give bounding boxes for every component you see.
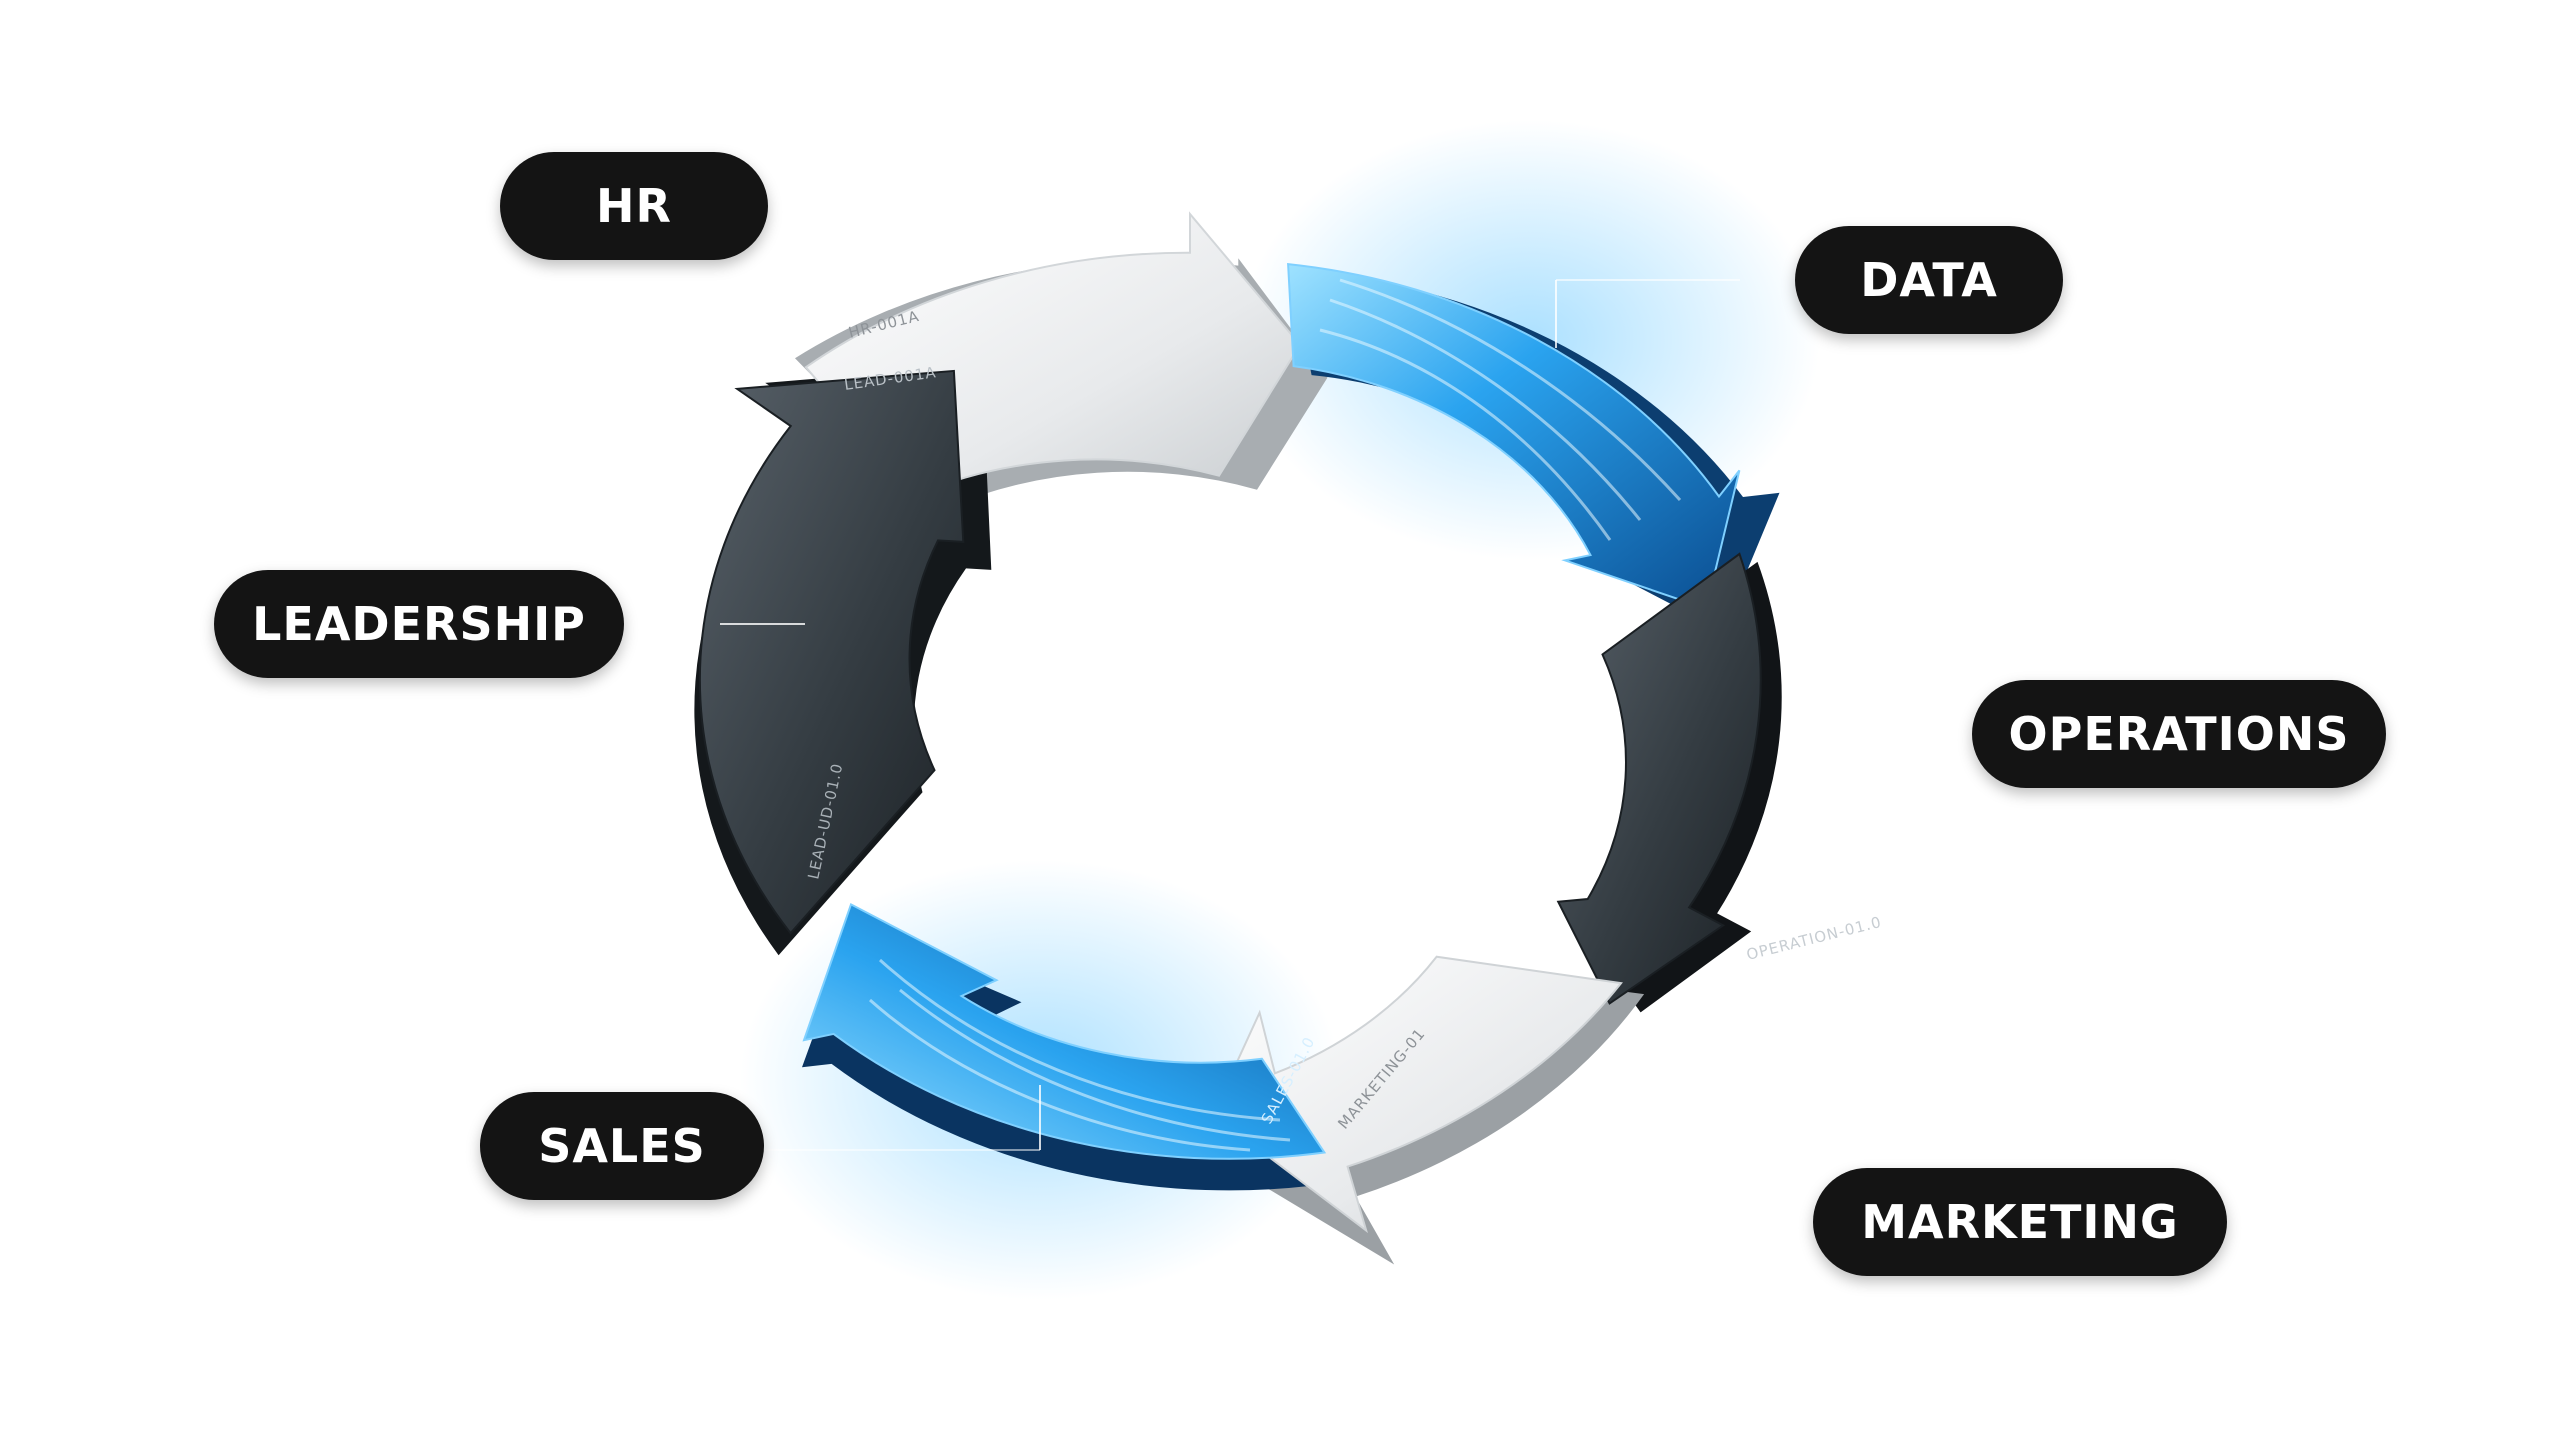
label-data: DATA <box>1795 226 2063 334</box>
label-marketing-text: MARKETING <box>1861 1195 2179 1249</box>
label-leadership-text: LEADERSHIP <box>252 597 586 651</box>
label-sales-text: SALES <box>538 1119 706 1173</box>
segment-leadership-arrow <box>698 369 965 935</box>
label-hr-text: HR <box>596 179 672 233</box>
segment-data-arrow <box>1287 262 1741 610</box>
segment-marketing-arrow <box>1211 955 1623 1234</box>
label-sales: SALES <box>480 1092 764 1200</box>
label-hr: HR <box>500 152 768 260</box>
segment-operations-arrow <box>1556 552 1762 1005</box>
label-data-text: DATA <box>1860 253 1998 307</box>
segment-data-streaks <box>1319 278 1682 541</box>
segment-code-operations: OPERATION-01.0 <box>1745 913 1884 964</box>
segment-sales-arrow <box>802 902 1327 1160</box>
label-leadership: LEADERSHIP <box>214 570 624 678</box>
label-marketing: MARKETING <box>1813 1168 2227 1276</box>
label-operations-text: OPERATIONS <box>2008 707 2350 761</box>
segment-sales-streaks <box>869 958 1291 1152</box>
label-operations: OPERATIONS <box>1972 680 2386 788</box>
